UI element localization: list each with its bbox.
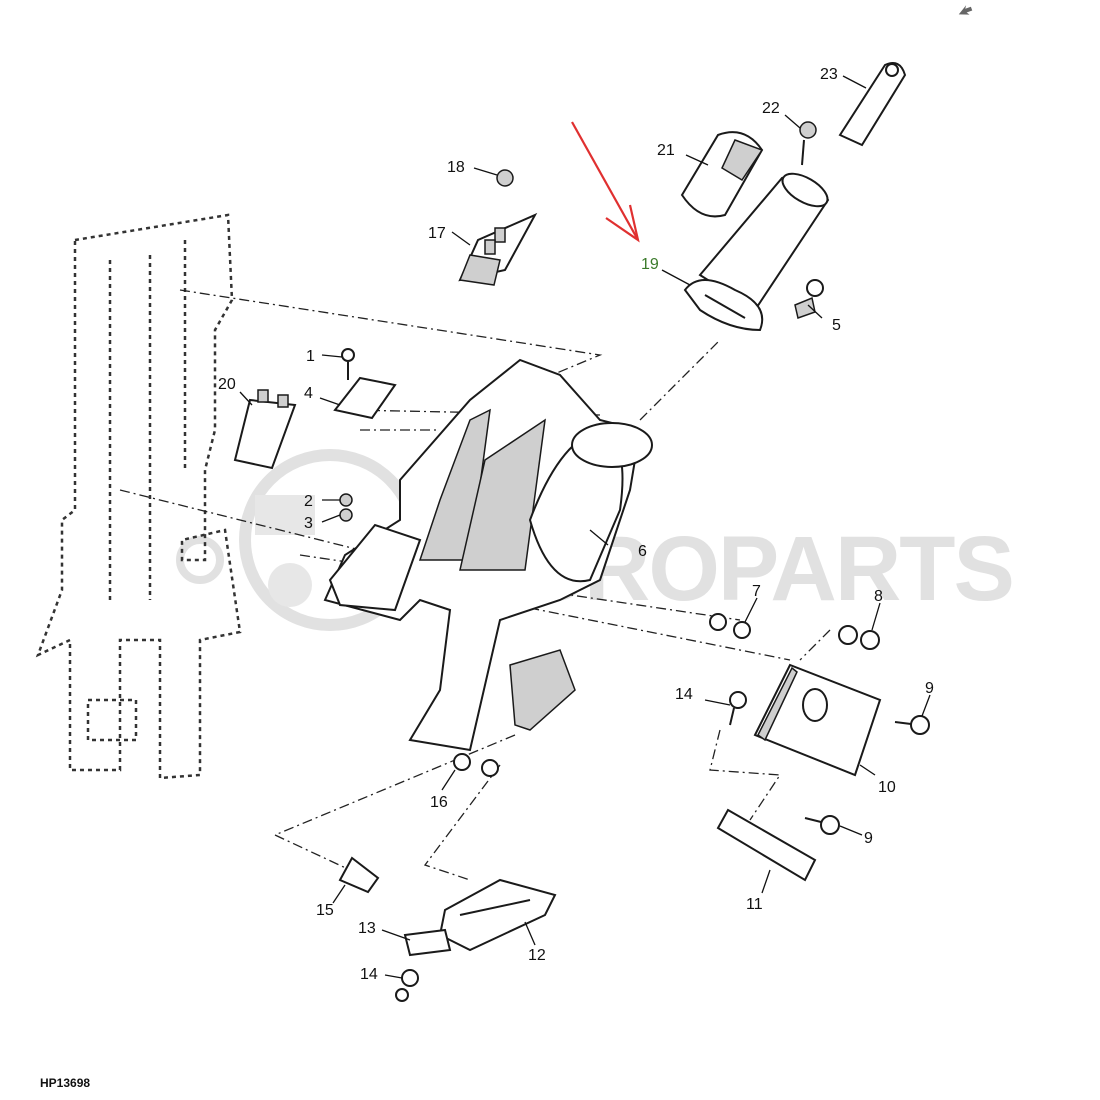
callout-19: 19 [641,256,659,273]
callout-labels: 1 2 3 4 5 6 7 8 9 9 10 11 12 13 14 14 15… [218,66,934,983]
callout-15: 15 [316,902,334,919]
plate-part-4 [333,376,397,420]
bolt-part-5 [794,279,824,319]
callout-6: 6 [638,543,647,560]
callout-2: 2 [304,493,313,510]
plate-part-20 [233,389,297,470]
drawing-reference-code: HP13698 [40,1076,90,1090]
callout-7: 7 [752,583,761,600]
clip-part-15 [338,856,380,894]
callout-16: 16 [430,794,448,811]
bolt-part-14-lower [395,969,419,1002]
callout-13: 13 [358,920,376,937]
bolt-part-9-lower [804,815,840,835]
plate-part-13 [403,928,452,957]
callout-3: 3 [304,515,313,532]
back-arrow-icon[interactable] [957,4,974,18]
spout-tube-part-19 [683,172,830,332]
callout-22: 22 [762,100,780,117]
callout-23: 23 [820,66,838,83]
callout-9-upper: 9 [925,680,934,697]
callout-1: 1 [306,348,315,365]
tray-part-12 [438,878,557,952]
bracket-part-11 [716,808,817,882]
callout-21: 21 [657,142,675,159]
leader-lines [239,75,931,979]
callout-8: 8 [874,588,883,605]
callout-12: 12 [528,947,546,964]
plate-part-17 [458,212,538,286]
callout-11: 11 [746,896,763,913]
bolt-part-14-upper [729,691,747,726]
callout-5: 5 [832,317,841,334]
callout-17: 17 [428,225,446,242]
callout-18: 18 [447,159,465,176]
plate-part-10 [753,663,882,777]
housing-part-6 [323,358,653,752]
bolt-part-7 [709,613,751,639]
callout-10: 10 [878,779,896,796]
washer-part-2 [339,493,353,507]
bracket-part-23 [838,62,907,147]
bolt-part-1 [341,348,355,380]
bolt-part-22 [799,121,817,166]
callout-4: 4 [304,385,313,402]
highlight-arrow [571,121,640,243]
bolt-part-16 [453,753,499,777]
callout-14-lower: 14 [360,966,378,983]
bolt-part-8 [838,625,880,650]
nut-part-18 [496,169,514,187]
bolt-part-9-upper [894,715,930,735]
callout-20: 20 [218,376,236,393]
callout-9-lower: 9 [864,830,873,847]
mounting-column-outline [35,213,242,780]
nut-part-3 [339,508,353,522]
shield-part-21 [680,131,764,218]
callout-14-upper: 14 [675,686,693,703]
